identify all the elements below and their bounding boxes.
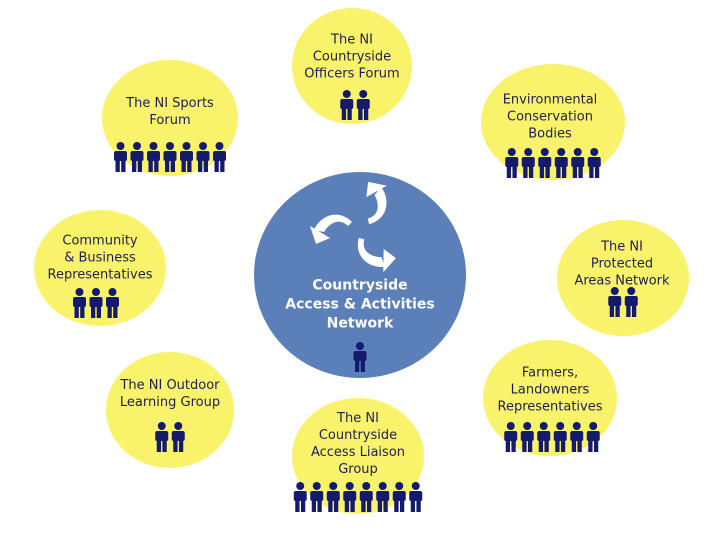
- person-icon: [505, 148, 519, 178]
- person-icon: [624, 287, 638, 317]
- person-icon: [537, 422, 551, 452]
- person-icon: [196, 142, 210, 172]
- person-icon: [553, 422, 567, 452]
- person-icon: [326, 482, 340, 512]
- node-label-community-business: Community & Business Representatives: [47, 233, 153, 283]
- bubble-environmental: [481, 64, 625, 180]
- bubble-protected-areas: [557, 220, 689, 336]
- person-icon: [359, 482, 373, 512]
- person-icon: [538, 148, 552, 178]
- person-icon: [409, 482, 423, 512]
- bubble-community-business: [34, 210, 166, 326]
- person-icon: [213, 142, 226, 172]
- person-icon: [106, 288, 119, 318]
- person-icon: [171, 422, 185, 452]
- node-label-sports-forum: The NI Sports Forum: [126, 96, 214, 128]
- swirl-logo-icon: [310, 181, 396, 273]
- node-label-farmers: Farmers, Landowners Representatives: [497, 365, 603, 415]
- node-label-outdoor-learning: The NI Outdoor Learning Group: [119, 378, 221, 410]
- bubble-farmers: [483, 340, 617, 456]
- person-icon: [353, 342, 367, 372]
- person-icon: [293, 482, 307, 512]
- person-icon: [130, 142, 144, 172]
- person-icon: [163, 142, 177, 172]
- person-icon: [571, 148, 585, 178]
- bubble-outdoor-learning: [106, 352, 234, 468]
- node-label-protected-areas: The NI Protected Areas Network: [574, 239, 670, 289]
- center-bubble: [254, 172, 466, 378]
- person-icon: [376, 482, 390, 512]
- person-icon: [155, 422, 169, 452]
- person-icon: [520, 422, 534, 452]
- person-icon: [586, 422, 600, 452]
- node-label-officers-forum: The NI Countryside Officers Forum: [304, 32, 400, 82]
- bubble-liaison-group: [292, 398, 424, 514]
- person-icon: [356, 90, 370, 120]
- person-icon: [554, 148, 568, 178]
- person-icon: [504, 422, 518, 452]
- person-icon: [608, 287, 622, 317]
- person-icon: [180, 142, 193, 172]
- person-icon: [340, 90, 354, 120]
- person-icon: [570, 422, 584, 452]
- person-icon: [521, 148, 535, 178]
- person-icon: [587, 148, 601, 178]
- person-icon: [73, 288, 86, 318]
- bubble-officers-forum: [292, 8, 412, 124]
- person-icon: [114, 142, 127, 172]
- person-icon: [392, 482, 406, 512]
- person-icon: [147, 142, 160, 172]
- person-icon: [310, 482, 324, 512]
- node-label-liaison-group: The NI Countryside Access Liaison Group: [310, 411, 406, 477]
- person-icon: [343, 482, 357, 512]
- person-icon: [89, 288, 103, 318]
- node-label-environmental: Environmental Conservation Bodies: [502, 92, 598, 142]
- center-label: Countryside Access & Activities Network: [285, 277, 435, 332]
